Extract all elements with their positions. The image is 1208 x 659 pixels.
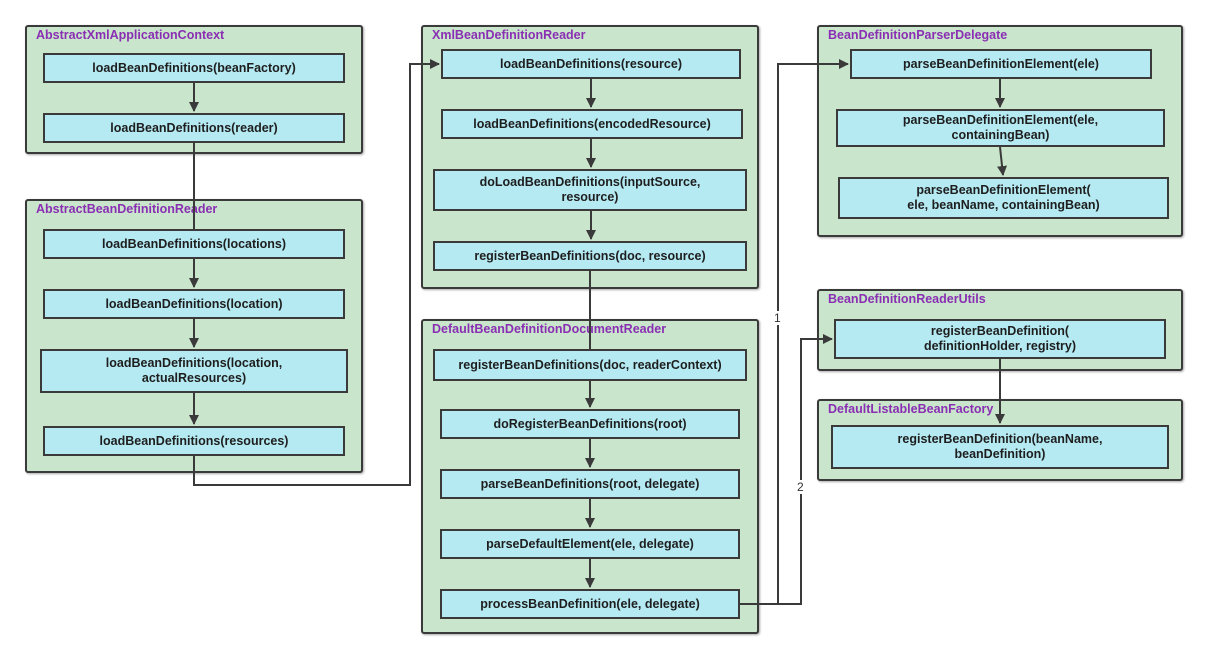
group-title: BeanDefinitionParserDelegate (828, 28, 1008, 42)
edge-label-1: 1 (773, 311, 782, 325)
group-title: BeanDefinitionReaderUtils (828, 292, 986, 306)
node-process-bean-definition[interactable]: processBeanDefinition(ele, delegate) (440, 589, 740, 619)
group-title: AbstractBeanDefinitionReader (36, 202, 218, 216)
node-load-bean-definitions-resources[interactable]: loadBeanDefinitions(resources) (43, 426, 345, 456)
node-load-bean-definitions-encoded-resource[interactable]: loadBeanDefinitions(encodedResource) (441, 109, 743, 139)
node-parse-bean-definition-element-bean-name[interactable]: parseBeanDefinitionElement( ele, beanNam… (838, 177, 1169, 219)
node-load-bean-definitions-resource[interactable]: loadBeanDefinitions(resource) (441, 49, 741, 79)
node-parse-bean-definition-element-containing-bean[interactable]: parseBeanDefinitionElement(ele, containi… (836, 109, 1165, 147)
node-parse-bean-definition-element-ele[interactable]: parseBeanDefinitionElement(ele) (850, 49, 1152, 79)
node-load-bean-definitions-location-actual-resources[interactable]: loadBeanDefinitions(location, actualReso… (40, 349, 348, 393)
node-load-bean-definitions-locations[interactable]: loadBeanDefinitions(locations) (43, 229, 345, 259)
node-load-bean-definitions-bean-factory[interactable]: loadBeanDefinitions(beanFactory) (43, 53, 345, 83)
group-title: DefaultListableBeanFactory (828, 402, 994, 416)
group-title: DefaultBeanDefinitionDocumentReader (432, 322, 667, 336)
node-load-bean-definitions-reader[interactable]: loadBeanDefinitions(reader) (43, 113, 345, 143)
group-title: AbstractXmlApplicationContext (36, 28, 225, 42)
node-load-bean-definitions-location[interactable]: loadBeanDefinitions(location) (43, 289, 345, 319)
node-parse-default-element[interactable]: parseDefaultElement(ele, delegate) (440, 529, 740, 559)
node-register-bean-definitions-doc-resource[interactable]: registerBeanDefinitions(doc, resource) (433, 241, 747, 271)
node-do-register-bean-definitions[interactable]: doRegisterBeanDefinitions(root) (440, 409, 740, 439)
node-parse-bean-definitions[interactable]: parseBeanDefinitions(root, delegate) (440, 469, 740, 499)
node-register-bean-definitions-doc-reader-context[interactable]: registerBeanDefinitions(doc, readerConte… (433, 349, 747, 381)
group-title: XmlBeanDefinitionReader (432, 28, 586, 42)
node-register-bean-definition-holder[interactable]: registerBeanDefinition( definitionHolder… (834, 319, 1166, 359)
node-do-load-bean-definitions[interactable]: doLoadBeanDefinitions(inputSource, resou… (433, 169, 747, 211)
edge-label-2: 2 (796, 480, 805, 494)
node-register-bean-definition-bean-name[interactable]: registerBeanDefinition(beanName, beanDef… (831, 425, 1169, 469)
